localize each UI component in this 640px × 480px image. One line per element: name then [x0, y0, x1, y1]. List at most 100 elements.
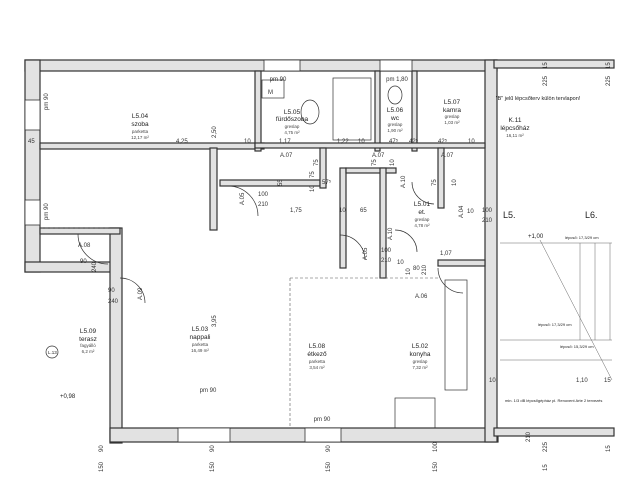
door-label: A.10 — [401, 175, 407, 188]
pm-label: pm 90 — [314, 417, 331, 423]
dim: 90 — [326, 445, 332, 452]
room-name: étkező — [307, 351, 327, 358]
dim: 2,50 — [212, 126, 218, 138]
dim: 100 — [381, 248, 392, 254]
door-label: A.07 — [372, 153, 385, 159]
room-area: 1,03 m² — [444, 120, 460, 125]
dim: 1,75 — [290, 208, 302, 214]
fixtures — [261, 77, 468, 429]
stair-small-2: lépcső: 17,3/29 cm — [538, 322, 572, 327]
door-swing-a05 — [227, 185, 259, 217]
kitchen-top-wall — [437, 259, 486, 267]
room-name: et. — [418, 209, 425, 216]
dim: 15 — [543, 464, 549, 471]
stair-entry-wall — [437, 147, 445, 209]
pm-label: pm 90 — [270, 77, 287, 83]
door-label: A.10 — [388, 227, 394, 240]
dim: 10 — [244, 139, 251, 145]
dim: 240 — [108, 299, 119, 305]
dim: 75 — [432, 179, 438, 186]
room-id: L5.07 — [444, 99, 461, 106]
stair-top-wall — [493, 59, 615, 69]
notes: "B" jelű lépcsőterv külön tervlapon! +1,… — [60, 96, 602, 403]
room-area: 12,17 m² — [131, 135, 149, 140]
window-bedroom-2 — [24, 199, 41, 226]
dim: 150 — [326, 461, 332, 472]
bedroom-bottom-wall-b — [39, 227, 121, 235]
bottom-wall — [109, 427, 499, 443]
room-id: L5.09 — [80, 328, 97, 335]
dim: 210 — [526, 431, 532, 442]
staircase — [500, 239, 613, 381]
room-area: 4,75 m² — [284, 130, 300, 135]
corridor-wall — [219, 179, 321, 187]
dim: 1,17 — [279, 139, 291, 145]
toilet-bowl — [300, 99, 320, 125]
dim: 90 — [80, 259, 87, 265]
wc-right-wall — [411, 70, 418, 152]
stair-small-3: lépcső: 15,3/29 cm — [560, 344, 594, 349]
dim: 100 — [482, 208, 493, 214]
window-dining — [304, 427, 342, 443]
unit-label-l5: L5. — [503, 210, 516, 220]
door-swing-a06 — [437, 267, 464, 294]
bathtub — [332, 77, 372, 141]
pm-label: pm 90 — [44, 203, 50, 220]
dim: 75 — [310, 171, 316, 178]
dimension-labels: 45 4,25 10 1,17 1,22 10 47⁵ 42⁵ 42⁵ 10 2… — [28, 62, 612, 472]
door-swing-a05b — [339, 234, 366, 261]
room-id: L5.05 — [284, 109, 301, 116]
window-bedroom — [24, 99, 41, 131]
door-swing-a09 — [119, 277, 146, 304]
dim: 75 — [372, 159, 378, 166]
dim: 10 — [452, 179, 458, 186]
dim: 10 — [358, 139, 365, 145]
room-id: L5.04 — [132, 113, 149, 120]
dim: 225 — [543, 75, 549, 86]
door-swing-a08 — [77, 233, 109, 265]
top-wall — [24, 59, 498, 72]
dim: 100 — [258, 192, 269, 198]
door-label: A.05 — [363, 247, 369, 260]
door-swing-a10 — [394, 229, 418, 253]
pm-labels: pm 90 pm 1,80 pm 90 pm 90 pm 90 pm 90 M … — [44, 77, 408, 423]
room-name: kamra — [443, 107, 461, 114]
room-area: 7,32 m² — [412, 365, 428, 370]
dim: 42⁵ — [438, 138, 448, 145]
door-label: A.05 — [240, 192, 246, 205]
dim: 225 — [606, 75, 612, 86]
kitchen-left-wall — [339, 167, 347, 269]
dim: 210 — [422, 264, 428, 275]
room-id: L5.02 — [412, 343, 429, 350]
dim: 150 — [99, 461, 105, 472]
room-floor: fagyálló — [80, 343, 96, 348]
dim: 15 — [606, 62, 612, 69]
dim: 1,22 — [337, 139, 349, 145]
window-bath — [263, 59, 301, 72]
level-mark: +1,00 — [528, 234, 544, 240]
stair-small-1: lépcső: 17,3/29 cm — [565, 235, 599, 240]
inner-walls — [39, 70, 486, 279]
room-floor: parketta — [132, 129, 149, 134]
wc-left-wall — [374, 70, 381, 152]
dim: 210 — [381, 258, 392, 264]
dim: 65 — [360, 208, 367, 214]
room-area: 16,11 m² — [506, 133, 524, 138]
dim: 10 — [489, 378, 496, 384]
room-area: 16,49 m² — [191, 348, 209, 353]
room-name: szoba — [131, 121, 149, 128]
dim: 15 — [543, 62, 549, 69]
outer-walls — [24, 59, 615, 444]
room-floor: greslap — [388, 122, 403, 127]
room-floor: greslap — [413, 359, 428, 364]
door-label: A.07 — [441, 153, 454, 159]
dim: 10 — [339, 208, 346, 214]
room-name: wc — [390, 115, 400, 122]
unit-label-l6: L6. — [585, 210, 598, 220]
bath-divider-wall — [319, 147, 327, 189]
entry-top-wall — [345, 167, 397, 174]
section-marker — [45, 345, 59, 359]
pm-label: pm 90 — [200, 388, 217, 394]
room-name: nappali — [190, 334, 211, 341]
pm-label: pm 90 — [44, 93, 50, 110]
